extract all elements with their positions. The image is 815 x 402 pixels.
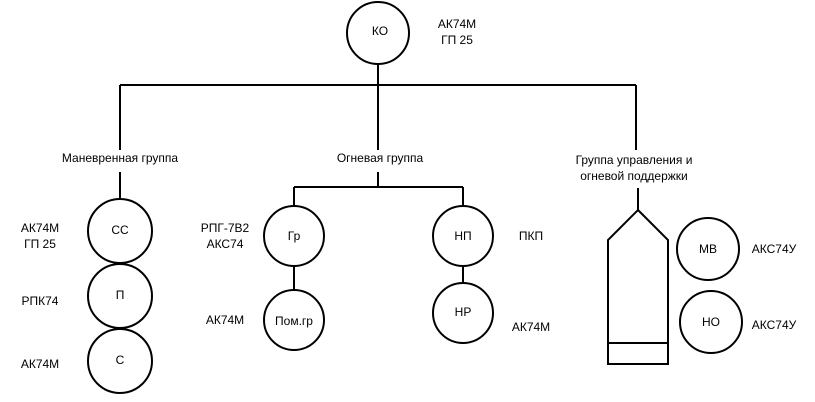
node-circle	[263, 205, 325, 267]
weapon-label: АК74М	[21, 357, 59, 371]
node-label: Гр	[288, 229, 301, 243]
node-label: КО	[372, 24, 388, 38]
node-circle	[676, 217, 740, 281]
weapon-label: ПКП	[519, 229, 543, 243]
node-circle	[346, 1, 410, 65]
weapon-label: РПГ-7В2	[201, 221, 250, 235]
armored-vehicle-icon	[607, 208, 669, 365]
node-label: НО	[702, 315, 720, 329]
weapon-label: АК74М	[512, 320, 550, 334]
node-circle	[87, 198, 153, 264]
group-title-control-line-2: огневой поддержки	[580, 169, 688, 183]
weapon-label: АК74М	[206, 313, 244, 327]
node-circle	[679, 290, 743, 354]
node-label: МВ	[699, 242, 717, 256]
root-node: КО АК74М ГП 25	[346, 1, 476, 65]
weapon-label: ГП 25	[441, 33, 473, 47]
control-group: МВ НО АКС74У АКС74У	[607, 208, 797, 365]
fire-group: Гр Пом.гр НП НР РПГ-7В2 АКС74 АК74М ПКП …	[201, 205, 550, 351]
weapon-label: АК74М	[438, 17, 476, 31]
node-label: НР	[455, 305, 472, 319]
weapon-label: ГП 25	[24, 237, 56, 251]
group-title-maneuver: Маневренная группа	[62, 151, 179, 165]
node-label: П	[116, 288, 125, 302]
node-circle	[263, 289, 325, 351]
group-title-control-line-1: Группа управления и	[576, 153, 693, 167]
weapon-label: АКС74У	[752, 242, 797, 256]
connector-lines	[119, 64, 639, 290]
group-title-fire: Огневая группа	[337, 151, 424, 165]
node-label: СС	[111, 223, 129, 237]
weapon-label: АКС74	[207, 237, 244, 251]
weapon-label: РПК74	[22, 294, 59, 308]
node-circle	[432, 205, 494, 267]
node-label: НП	[454, 229, 471, 243]
weapon-label: АКС74У	[752, 318, 797, 332]
node-circle	[432, 282, 494, 344]
weapon-label: АК74М	[21, 221, 59, 235]
node-label: С	[116, 353, 125, 367]
maneuver-group: СС П С АК74М ГП 25 РПК74 АК74М	[21, 198, 153, 394]
node-label: Пом.гр	[275, 314, 313, 328]
